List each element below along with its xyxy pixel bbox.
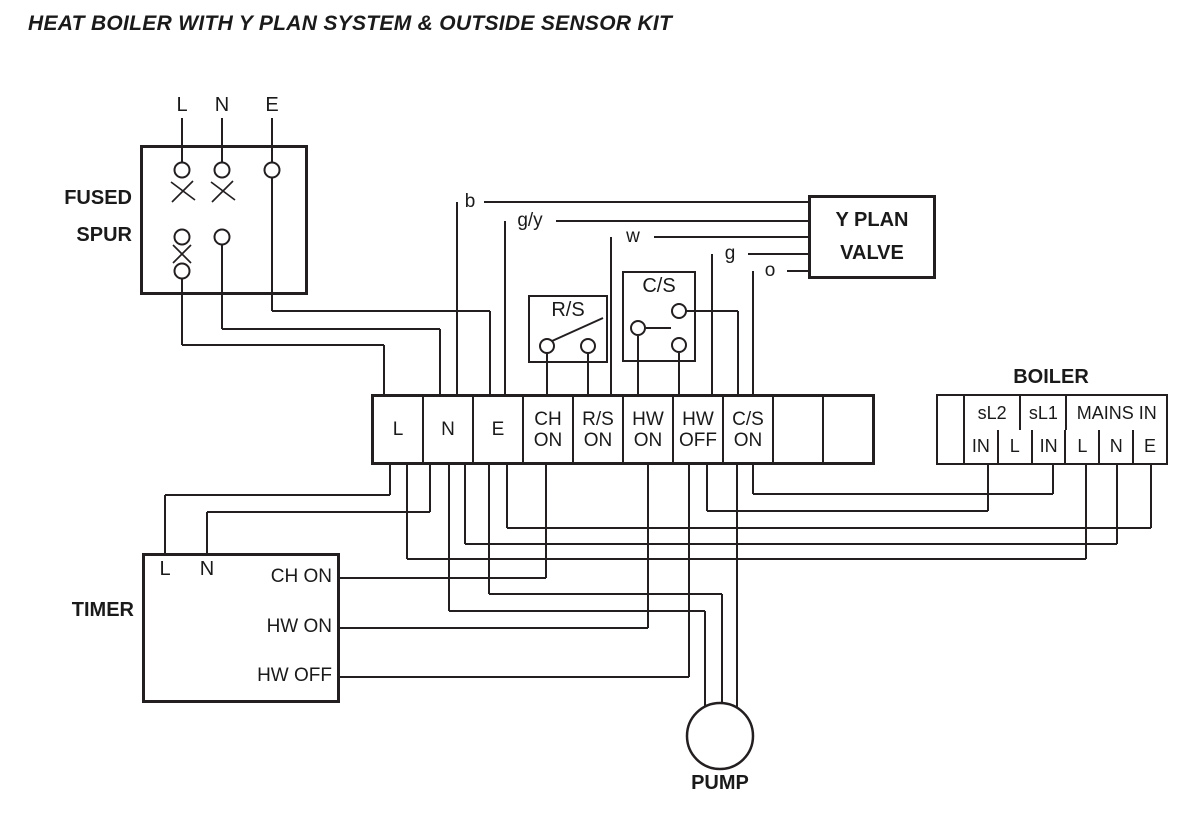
- terminal-cell-n: N: [422, 397, 472, 462]
- page-title: HEAT BOILER WITH Y PLAN SYSTEM & OUTSIDE…: [28, 12, 673, 35]
- timer-terminal-n: N: [199, 558, 215, 580]
- terminal-cell-spare1: [772, 397, 822, 462]
- terminal-cell-text: HW: [632, 408, 664, 430]
- terminal-cell-text: ON: [583, 429, 613, 451]
- spur-terminals: [173, 161, 281, 280]
- room-stat-label: R/S: [551, 299, 585, 321]
- terminal-cell-text: OFF: [679, 429, 717, 451]
- timer-output-hw-on: HW ON: [266, 616, 332, 637]
- terminal-cell-text: E: [491, 419, 505, 440]
- fused-spur-internal-wires: [170, 178, 273, 345]
- wire-label-grey: g: [724, 243, 736, 264]
- fuse-cross: [172, 244, 192, 264]
- spur-to-strip-wires: [182, 310, 491, 397]
- y-plan-valve-box: Y PLAN VALVE: [808, 195, 936, 279]
- boiler-cell-mains-l: L: [1064, 429, 1098, 463]
- boiler-bottom-row: IN L IN L N E: [963, 429, 1168, 465]
- terminal-cell-text: CH: [534, 408, 562, 430]
- boiler-cell-mains-e: E: [1132, 429, 1166, 463]
- supply-label-l: L: [176, 94, 188, 116]
- fused-spur-label: FUSED SPUR: [37, 180, 132, 254]
- boiler-cell-mains-in: MAINS IN: [1065, 396, 1166, 430]
- terminal-cell-ch-on: CH ON: [522, 397, 572, 462]
- supply-wires: [181, 118, 273, 163]
- fused-spur-label-line2: SPUR: [76, 224, 132, 246]
- switch-cross-l: [170, 180, 196, 203]
- wire-label-blue: b: [464, 191, 476, 212]
- wire-label-white: w: [626, 226, 640, 247]
- boiler-blank-cell: [936, 394, 965, 465]
- boiler-wires: [406, 462, 1152, 560]
- terminal-cell-hw-off: HW OFF: [672, 397, 722, 462]
- cyl-stat-box: [622, 271, 696, 362]
- terminal-cell-text: R/S: [582, 408, 614, 430]
- cyl-stat-terminals: [630, 303, 687, 353]
- room-stat-terminals: [539, 338, 596, 354]
- valve-label-line2: VALVE: [840, 242, 904, 264]
- cyl-stat-label: C/S: [642, 275, 676, 297]
- boiler-cell-sl1-in: IN: [1030, 429, 1065, 463]
- boiler-cell-sl2-l: L: [996, 429, 1031, 463]
- terminal-cell-l: L: [374, 397, 422, 462]
- terminal-cell-hw-on: HW ON: [622, 397, 672, 462]
- fused-spur-label-line1: FUSED: [64, 187, 132, 209]
- valve-wires: [456, 201, 810, 397]
- boiler-cell-sl2: sL2: [977, 402, 1007, 423]
- supply-label-e: E: [265, 94, 279, 116]
- boiler-cell-sl2-in: IN: [971, 435, 990, 456]
- timer-box: [142, 553, 340, 703]
- terminal-cell-text: N: [441, 419, 455, 440]
- terminal-cell-text: HW: [682, 408, 714, 430]
- pump-wires: [448, 462, 738, 709]
- room-stat-wires: [546, 317, 604, 397]
- timer-label: TIMER: [71, 599, 134, 621]
- fused-spur-box: [140, 145, 308, 295]
- terminal-cell-text: L: [392, 419, 404, 440]
- terminal-cell-e: E: [472, 397, 522, 462]
- terminal-cell-text: ON: [733, 429, 763, 451]
- wire-label-orange: o: [764, 260, 776, 281]
- boiler-cell-mains-n: N: [1098, 429, 1132, 463]
- terminal-cell-cs-on: C/S ON: [722, 397, 772, 462]
- terminal-cell-text: ON: [533, 429, 563, 451]
- timer-output-hw-off: HW OFF: [257, 665, 332, 686]
- timer-output-ch-on: CH ON: [270, 566, 332, 587]
- terminal-cell-text: ON: [633, 429, 663, 451]
- terminal-strip: L N E CH ON R/S ON HW ON HW OFF C/S O: [371, 394, 875, 465]
- timer-terminal-l: L: [159, 558, 171, 580]
- timer-wires: [164, 462, 690, 678]
- switch-cross-n: [210, 180, 236, 203]
- pump-label: PUMP: [691, 772, 749, 794]
- boiler-top-row: sL2 sL1 MAINS IN: [963, 394, 1168, 432]
- pump-circle: [685, 701, 755, 771]
- boiler-label: BOILER: [1013, 366, 1089, 388]
- supply-label-n: N: [214, 94, 230, 116]
- room-stat-box: [528, 295, 608, 363]
- wire-label-earth: g/y: [517, 210, 543, 231]
- boiler-cell-sl1: sL1: [1019, 396, 1065, 430]
- terminal-cell-spare2: [822, 397, 872, 462]
- valve-label-line1: Y PLAN: [835, 209, 909, 231]
- terminal-cell-rs-on: R/S ON: [572, 397, 622, 462]
- terminal-cell-text: C/S: [732, 408, 764, 430]
